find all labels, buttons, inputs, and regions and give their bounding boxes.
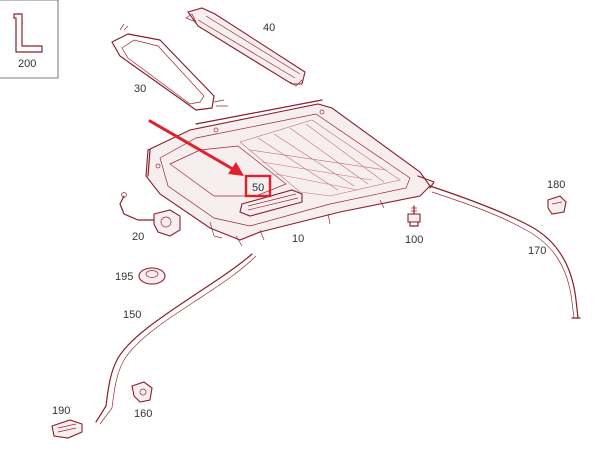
clip-160-body bbox=[131, 381, 153, 403]
component-50-detail bbox=[247, 193, 299, 211]
label-20: 20 bbox=[132, 231, 144, 243]
motor-20-plug bbox=[121, 192, 127, 198]
label-50: 50 bbox=[252, 182, 264, 194]
part-200-inset[interactable]: 200 bbox=[0, 0, 59, 79]
assembly-10-glass-panel bbox=[239, 119, 401, 197]
hose-150-line-b bbox=[99, 255, 257, 425]
clip-160-hole bbox=[139, 388, 147, 396]
assembly-10-panel-ribs bbox=[249, 123, 387, 191]
label-190: 190 bbox=[52, 405, 70, 417]
hose-170-line-b bbox=[431, 191, 575, 319]
deflector-40-body bbox=[187, 7, 306, 85]
pointer-arrow bbox=[148, 119, 244, 176]
deflector-40-end-caps bbox=[185, 13, 303, 87]
bolt-100-thread bbox=[411, 207, 417, 212]
frame-30-outer bbox=[111, 33, 215, 111]
arrow-head bbox=[228, 162, 244, 176]
label-170: 170 bbox=[528, 245, 546, 257]
part-190-valve[interactable]: 190 bbox=[51, 405, 83, 439]
bolt-100-shank bbox=[409, 205, 419, 227]
highlight-box-50 bbox=[244, 174, 272, 198]
valve-190-detail bbox=[57, 423, 77, 433]
valve-190-body bbox=[51, 419, 83, 439]
part-160-clip[interactable]: 160 bbox=[131, 381, 153, 420]
label-200: 200 bbox=[18, 58, 36, 70]
clip-180-detail bbox=[551, 201, 563, 205]
label-180: 180 bbox=[547, 179, 565, 191]
bolt-100-head bbox=[407, 213, 421, 223]
part-20-motor[interactable]: 20 bbox=[119, 192, 181, 244]
part-40-deflector[interactable]: 40 bbox=[185, 7, 306, 87]
assembly-10-inner-frame bbox=[159, 113, 411, 227]
bracket-200-shape bbox=[13, 13, 43, 53]
part-100-bolt[interactable]: 100 bbox=[405, 205, 423, 246]
mount-hole bbox=[213, 127, 219, 133]
part-170-drain-hose[interactable]: 170 bbox=[429, 185, 581, 319]
mount-hole bbox=[155, 163, 161, 169]
motor-20-body bbox=[153, 209, 181, 237]
part-180-clip[interactable]: 180 bbox=[547, 179, 567, 215]
motor-20-gear bbox=[160, 216, 172, 228]
inset-frame bbox=[0, 0, 59, 79]
part-195-grommet[interactable]: 195 bbox=[115, 267, 166, 285]
deflector-40-detail bbox=[197, 15, 301, 79]
grommet-195-outer bbox=[138, 267, 166, 285]
label-10: 10 bbox=[292, 233, 304, 245]
label-195: 195 bbox=[115, 271, 133, 283]
label-160: 160 bbox=[134, 408, 152, 420]
label-30: 30 bbox=[134, 83, 146, 95]
arrow-shaft bbox=[148, 119, 240, 174]
grommet-195-inner bbox=[145, 270, 159, 278]
label-40: 40 bbox=[263, 22, 275, 34]
mount-hole bbox=[319, 109, 325, 115]
label-100: 100 bbox=[405, 234, 423, 246]
part-10-sunroof-assembly[interactable]: 10 bbox=[145, 99, 435, 247]
frame-30-inner bbox=[121, 39, 205, 105]
part-50-component[interactable]: 50 bbox=[239, 174, 303, 217]
part-150-drain-hose[interactable]: 150 bbox=[95, 253, 257, 425]
hose-170-line-a bbox=[429, 185, 579, 319]
label-150: 150 bbox=[123, 309, 141, 321]
part-30-frame[interactable]: 30 bbox=[111, 23, 228, 111]
hose-150-line-a bbox=[95, 253, 253, 423]
frame-30-clips bbox=[119, 23, 228, 107]
assembly-10-outer bbox=[145, 103, 431, 241]
clip-180-body bbox=[547, 195, 567, 215]
motor-20-cable bbox=[119, 195, 155, 221]
assembly-10-mount-tabs bbox=[209, 199, 385, 247]
